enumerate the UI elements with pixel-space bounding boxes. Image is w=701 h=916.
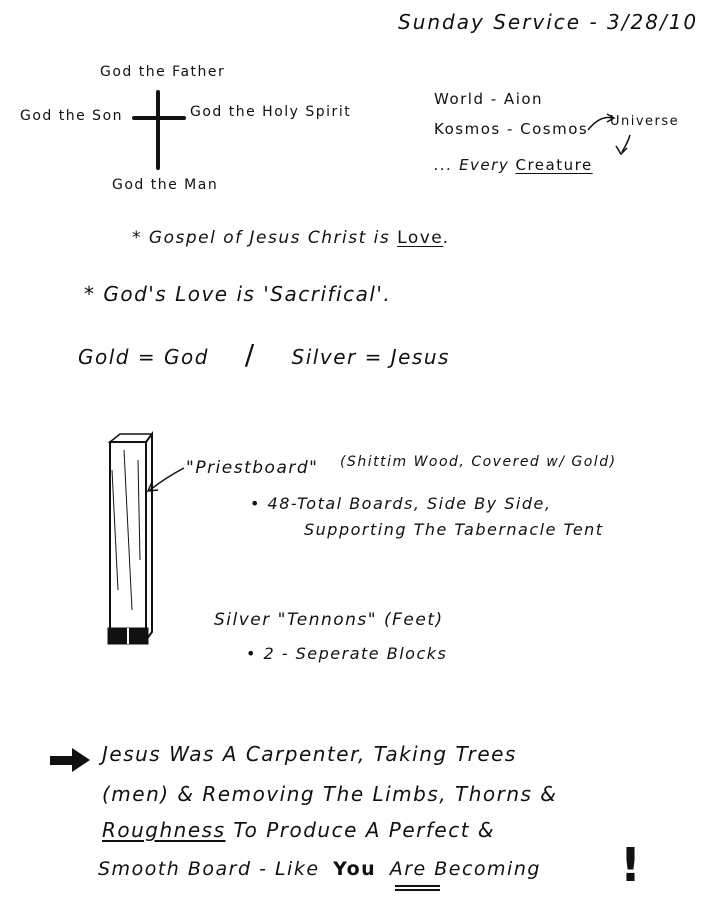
arrowhead-icon [615, 145, 628, 156]
page-title: Sunday Service - 3/28/10 [398, 10, 699, 34]
term-kosmos: Kosmos - Cosmos [434, 120, 589, 138]
cross-icon [132, 90, 186, 170]
term-world: World - Aion [434, 90, 544, 108]
bold-right-arrow-icon [50, 748, 90, 772]
board-bullet-total: • 48-Total Boards, Side By Side, [250, 494, 552, 513]
exclamation-mark: ! [620, 838, 643, 892]
closing-line-4-prefix: Smooth Board - Like [98, 858, 320, 880]
term-universe: Universe [610, 114, 680, 129]
term-every: ... Every Creature [434, 156, 593, 174]
statement-gospel-prefix: * Gospel of Jesus Christ is [132, 228, 391, 248]
statement-gold: Gold = God [78, 345, 209, 369]
statement-separator: / [244, 338, 256, 371]
priestboard-title: "Priestboard" [186, 458, 319, 478]
priestboard-material: (Shittim Wood, Covered w/ Gold) [340, 454, 617, 470]
tennons-bullet: • 2 - Seperate Blocks [246, 644, 448, 663]
closing-line-4: Smooth Board - Like You Are Becoming [98, 858, 541, 880]
statement-sacrificial: * God's Love is 'Sacrifical'. [84, 282, 392, 306]
closing-roughness: Roughness [102, 818, 226, 842]
statement-gospel-love: Love [397, 228, 444, 248]
board-bullet-total-cont: Supporting The Tabernacle Tent [304, 520, 604, 539]
down-arrow-icon [621, 134, 631, 153]
priestboard-sketch [107, 431, 154, 645]
closing-line-3: Roughness To Produce A Perfect & [102, 818, 495, 842]
closing-line-1: Jesus Was A Carpenter, Taking Trees [102, 742, 517, 766]
trinity-right-label: God the Holy Spirit [190, 104, 352, 120]
trinity-bottom-label: God the Man [112, 177, 219, 193]
statement-gospel-suffix: . [443, 228, 451, 248]
statement-gold-silver: Gold = God / Silver = Jesus [78, 338, 450, 371]
silver-tennons: Silver "Tennons" (Feet) [214, 610, 444, 630]
trinity-left-label: God the Son [20, 108, 124, 124]
arrowhead-icon [146, 481, 159, 492]
trinity-top-label: God the Father [100, 64, 226, 80]
pointer-arrow-icon [149, 467, 185, 491]
closing-line-4-suffix: Are Becoming [389, 858, 541, 880]
closing-line-2: (men) & Removing The Limbs, Thorns & [102, 782, 558, 806]
closing-line-3-rest: To Produce A Perfect & [233, 818, 496, 842]
statement-silver: Silver = Jesus [291, 345, 450, 369]
statement-gospel: * Gospel of Jesus Christ is Love. [132, 228, 450, 248]
arrowhead-icon [606, 113, 616, 123]
term-every-prefix: ... Every [434, 156, 510, 174]
closing-you: You [333, 858, 377, 880]
curved-arrow-icon [587, 116, 613, 131]
term-creature: Creature [515, 156, 593, 174]
